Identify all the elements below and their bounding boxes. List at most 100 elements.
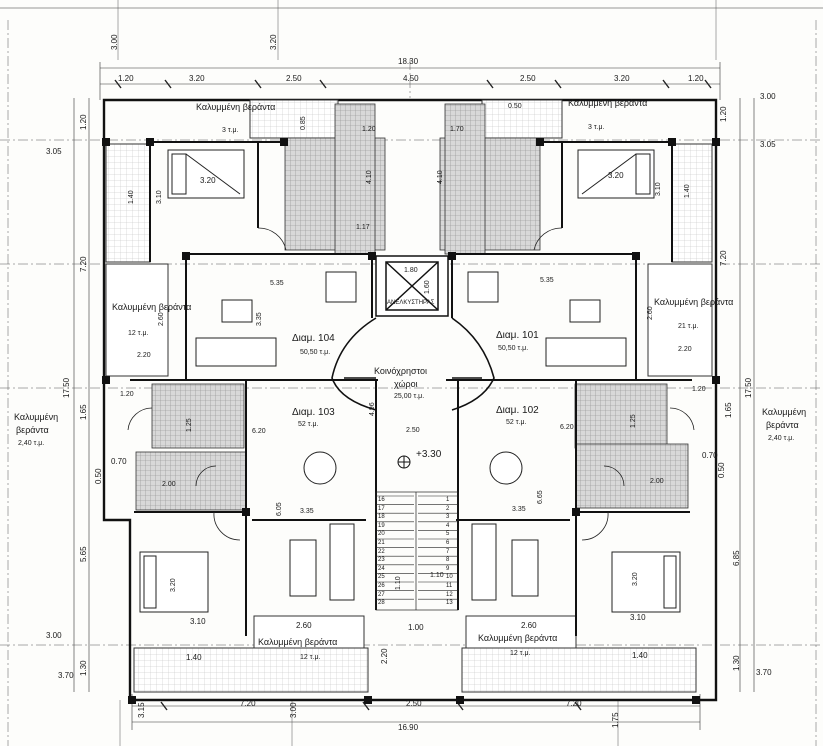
- dim-bottom-720-r: 7.20: [566, 699, 582, 708]
- dim-050: 0.50: [508, 103, 522, 110]
- veranda-mid-left-name: Καλυμμένη βεράντα: [112, 302, 192, 312]
- dim-320-bbed-r: 3.20: [632, 572, 639, 586]
- dim-right-070: 0.70: [702, 451, 718, 460]
- dim-bottom-100: 1.00: [408, 623, 424, 632]
- dim-120-l: 1.20: [120, 391, 134, 398]
- stair-step-number: 19: [378, 522, 385, 529]
- veranda-left-name-1: Καλυμμένη: [14, 412, 59, 422]
- dim-bottom-260-l: 2.60: [296, 621, 312, 630]
- apartment-102-area: 52 τ.μ.: [506, 419, 527, 426]
- dim-120-r: 1.20: [692, 386, 706, 393]
- stair-step-number: 21: [378, 540, 385, 546]
- dim-220-l: 2.20: [137, 352, 151, 359]
- stair-step-number: 5: [446, 531, 450, 538]
- stair-step-number: 8: [446, 557, 450, 564]
- apartment-104-name: Διαμ. 104: [292, 333, 335, 344]
- apartment-104-area: 50,50 τ.μ.: [300, 349, 331, 356]
- dim-bottom-250: 2.50: [406, 699, 422, 708]
- dim-335-liv: 3.35: [256, 312, 263, 326]
- dim-bottom-310-r: 3.10: [630, 613, 646, 622]
- common-area-area: 25,00 τ.μ.: [394, 393, 425, 400]
- dim-bottom-300: 3.00: [289, 702, 298, 718]
- dim-180-shaft: 1.80: [404, 267, 418, 274]
- dim-bottom-140-l: 1.40: [186, 653, 202, 662]
- stair-step-number: 2: [446, 505, 450, 512]
- dim-left-565: 5.65: [79, 546, 88, 562]
- stair-step-number: 12: [446, 591, 453, 598]
- dim-top-6: 3.20: [614, 74, 630, 83]
- dim-bottom-175: 1.75: [611, 712, 620, 728]
- dim-top-left-300: 3.00: [110, 34, 119, 50]
- dim-left-070: 0.70: [111, 457, 127, 466]
- stair-step-number: 11: [446, 583, 453, 589]
- veranda-left-name-2: βεράντα: [16, 425, 49, 435]
- dim-left-720: 7.20: [79, 256, 88, 272]
- dim-left-370: 3.70: [58, 671, 74, 680]
- columns: [102, 138, 720, 704]
- veranda-top-left-name: Καλυμμένη βεράντα: [196, 102, 276, 112]
- veranda-top-right-area: 3 τ.μ.: [588, 124, 605, 131]
- dim-top-left-320: 3.20: [269, 34, 278, 50]
- dim-bottom-140-r: 1.40: [632, 651, 648, 660]
- dim-110-v: 1.10: [395, 576, 402, 590]
- living-furniture: [195, 271, 627, 601]
- stair-step-number: 20: [378, 531, 385, 538]
- veranda-mid-left-area: 12 τ.μ.: [128, 330, 149, 337]
- dim-bottom-260-r: 2.60: [521, 621, 537, 630]
- dim-right-370: 3.70: [756, 668, 772, 677]
- dim-right-300: 3.00: [760, 92, 776, 101]
- dim-320-bed-r: 3.20: [608, 171, 624, 180]
- dim-620-r: 6.20: [560, 424, 574, 431]
- apartment-102-name: Διαμ. 102: [496, 405, 539, 416]
- dim-535-l: 5.35: [270, 280, 284, 287]
- stair-step-number: 13: [446, 600, 453, 607]
- veranda-right-name-1: Καλυμμένη: [762, 407, 807, 417]
- overall-width-top: 18.30: [398, 57, 419, 66]
- dim-220-r: 2.20: [678, 346, 692, 353]
- dim-left-050: 0.50: [94, 468, 103, 484]
- dim-125: 1.25: [186, 418, 193, 432]
- elevator-label: ΑΝΕΛΚΥΣΤΗΡΑΣ: [387, 300, 435, 306]
- dim-right-120: 1.20: [719, 106, 728, 122]
- dim-310-r: 3.10: [655, 182, 662, 196]
- stair-treads-right: [418, 495, 458, 600]
- veranda-right-area: 2,40 τ.μ.: [768, 435, 795, 442]
- dim-496: 4.96: [369, 402, 376, 416]
- dim-620-l: 6.20: [252, 428, 266, 435]
- stair-step-number: 4: [446, 522, 450, 529]
- dim-bottom-720-l: 7.20: [240, 699, 256, 708]
- dim-117: 1.17: [356, 224, 370, 231]
- elevator-shaft: [375, 255, 449, 317]
- dim-top-1: 1.20: [118, 74, 134, 83]
- dimension-ticks: [114, 79, 712, 711]
- stair-step-number: 10: [446, 574, 453, 581]
- apartment-101-name: Διαμ. 101: [496, 330, 539, 341]
- dim-right-050: 0.50: [717, 462, 726, 478]
- stair-step-number: 3: [446, 514, 450, 521]
- dim-335-r: 3.35: [512, 506, 526, 513]
- dim-left-305: 3.05: [46, 147, 62, 156]
- veranda-mid-right-area: 21 τ.μ.: [678, 323, 699, 330]
- dim-605: 6.05: [276, 502, 283, 516]
- stair-step-number: 7: [446, 548, 450, 555]
- apartment-101-area: 50,50 τ.μ.: [498, 345, 529, 352]
- veranda-bottom-right-name: Καλυμμένη βεράντα: [478, 633, 558, 643]
- dim-335-l: 3.35: [300, 508, 314, 515]
- dim-left-165: 1.65: [79, 404, 88, 420]
- dim-top-7: 1.20: [688, 74, 704, 83]
- stair-step-number: 23: [378, 557, 385, 564]
- common-area-name-1: Κοινόχρηστοι: [374, 366, 427, 376]
- veranda-bottom-left-area: 12 τ.μ.: [300, 654, 321, 661]
- dim-260-r: 2.60: [647, 306, 654, 320]
- stair-step-number: 24: [378, 565, 385, 572]
- apartment-103-name: Διαμ. 103: [292, 407, 335, 418]
- dim-140-l: 1.40: [128, 190, 135, 204]
- veranda-top-right-name: Καλυμμένη βεράντα: [568, 98, 648, 108]
- veranda-right-name-2: βεράντα: [766, 420, 799, 430]
- common-area-arcs: [331, 317, 495, 411]
- dim-right-720: 7.20: [719, 250, 728, 266]
- dim-410-l: 4.10: [366, 170, 373, 184]
- overall-width-bottom: 16.90: [398, 723, 419, 732]
- dim-bottom-220: 2.20: [380, 648, 389, 664]
